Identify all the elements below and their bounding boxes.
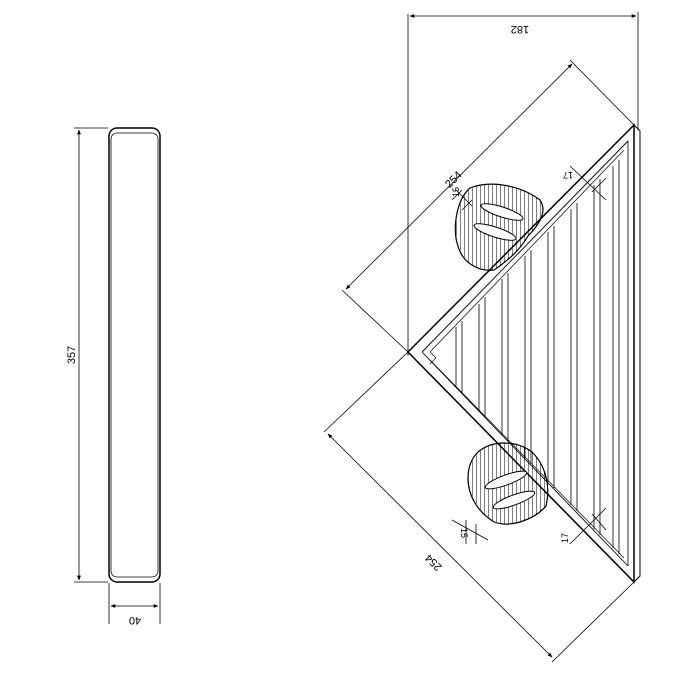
upper-bracket — [454, 183, 544, 271]
upper-diag-extension-2 — [569, 59, 635, 126]
lower-offset-line — [451, 519, 489, 541]
height-label: 357 — [66, 346, 78, 364]
lower-offset-label: 15 — [459, 528, 469, 538]
upper-diag-extension-1 — [341, 289, 409, 353]
upper-offset-label: 15 — [451, 187, 461, 197]
upper-diag-dimension-line — [345, 63, 573, 290]
upper-offset-line — [455, 189, 473, 207]
front-view-outer — [108, 127, 161, 583]
lower-diag-extension-1 — [323, 351, 409, 433]
upper-offset-tick-2 — [461, 199, 473, 211]
front-apex-rail — [429, 351, 437, 365]
lower-edge-tick — [591, 513, 607, 531]
shelf-back-edge — [633, 123, 641, 584]
lower-edge-label: 17 — [560, 533, 570, 543]
lower-diag-dimension-line — [327, 433, 553, 658]
front-view-inner — [110, 132, 159, 578]
shelf-slats — [455, 160, 620, 554]
top-width-label: 182 — [511, 23, 529, 35]
width-label: 40 — [129, 614, 141, 626]
lower-edge-line — [569, 507, 607, 545]
upper-edge-label: 17 — [563, 170, 573, 180]
front-view: 357 40 — [66, 127, 161, 626]
upper-edge-tick — [591, 177, 607, 193]
upper-bracket-body — [454, 183, 544, 271]
lower-diag-extension-2 — [551, 581, 635, 663]
upper-edge-line — [569, 165, 607, 201]
lower-diag-label: 254 — [423, 551, 444, 572]
plan-view: 182 — [323, 12, 641, 663]
lower-bracket — [467, 442, 549, 525]
upper-offset-tick-1 — [451, 189, 463, 201]
